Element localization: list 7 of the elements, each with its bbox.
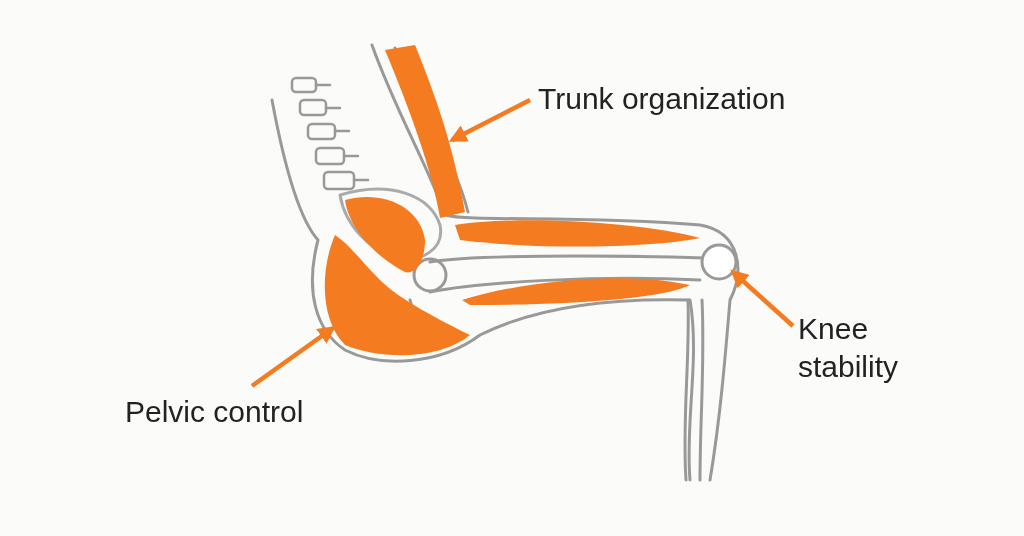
callout-label: Knee stability bbox=[798, 310, 938, 386]
leader-arrow bbox=[448, 98, 532, 142]
callout-label: Trunk organization bbox=[538, 80, 786, 118]
kneecap-circle bbox=[700, 243, 738, 281]
callout-label: Pelvic control bbox=[125, 393, 304, 431]
leader-arrow bbox=[730, 269, 795, 328]
leader-arrow bbox=[250, 325, 336, 388]
